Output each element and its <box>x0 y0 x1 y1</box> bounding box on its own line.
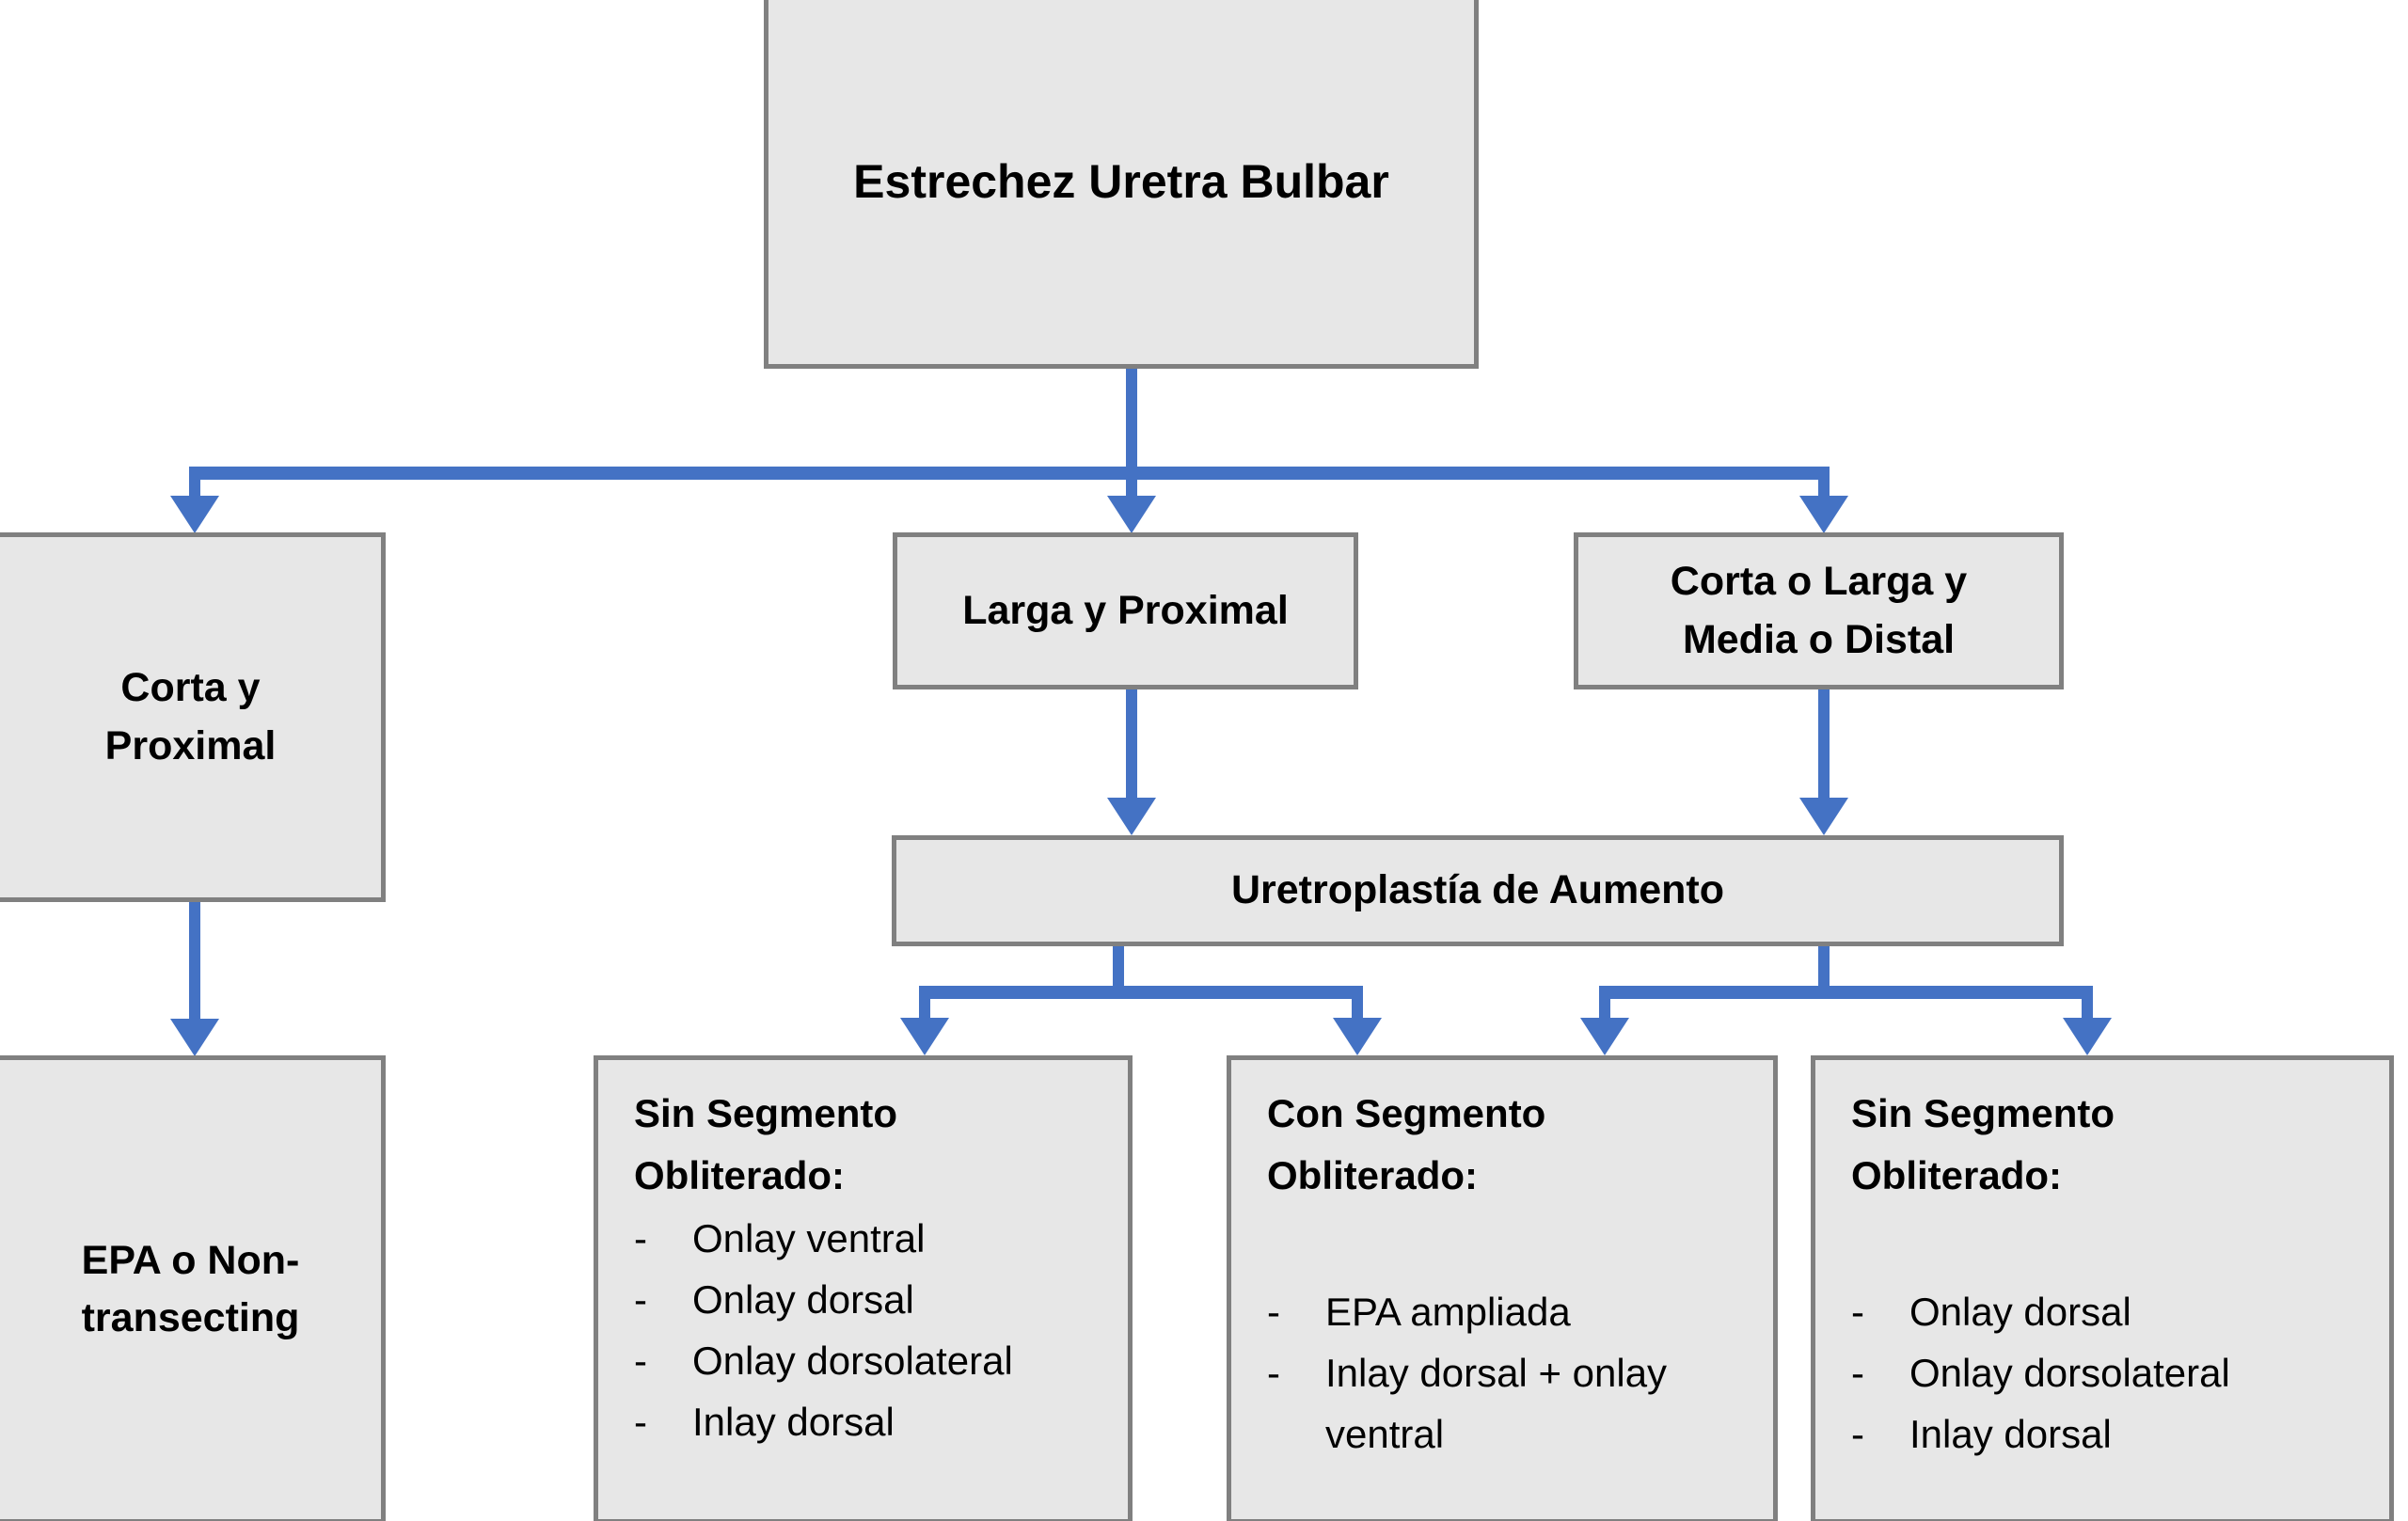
arrowhead-to-corta-larga <box>1799 496 1848 533</box>
connector-root-drop-right <box>1818 467 1830 504</box>
list-item: - Onlay dorsolateral <box>1851 1342 2380 1403</box>
list-item-label: Onlay ventral <box>692 1215 926 1260</box>
node-sin-segmento-obliterado-b[interactable]: Sin Segmento Obliterado: - Onlay dorsal … <box>1811 1055 2394 1521</box>
arrowhead-to-sin-segmento-b <box>2063 1018 2112 1055</box>
node-uretroplastia-de-aumento[interactable]: Uretroplastía de Aumento <box>892 835 2064 946</box>
sin-segmento-b-head-line1: Sin Segmento <box>1851 1091 2115 1135</box>
node-epa-o-non-transecting[interactable]: EPA o Non- transecting <box>0 1055 386 1521</box>
bullet-dash-icon: - <box>1267 1289 1280 1334</box>
bullet-dash-icon: - <box>634 1338 647 1383</box>
connector-root-bar <box>189 467 1830 480</box>
list-item-label: EPA ampliada <box>1325 1289 1571 1334</box>
node-sin-segmento-obliterado-a[interactable]: Sin Segmento Obliterado: - Onlay ventral… <box>594 1055 1133 1521</box>
arrowhead-to-epa <box>170 1019 219 1056</box>
list-item: - Onlay ventral <box>634 1208 1118 1269</box>
node-corta-larga-line2: Media o Distal <box>1682 616 1956 662</box>
node-uretroplastia-label: Uretroplastía de Aumento <box>1230 867 1725 913</box>
arrowhead-larga-to-uretroplastia <box>1107 798 1156 835</box>
con-segmento-head-line1: Con Segmento <box>1267 1091 1546 1135</box>
bullet-dash-icon: - <box>1851 1350 1864 1395</box>
arrowhead-to-corta-proximal <box>170 496 219 533</box>
node-corta-y-proximal[interactable]: Corta y Proximal <box>0 532 386 902</box>
bullet-dash-icon: - <box>1851 1289 1864 1334</box>
connector-uretro-drop-b <box>1352 986 1363 1022</box>
arrowhead-cortalarga-to-uretroplastia <box>1799 798 1848 835</box>
connector-uretro-bar-right <box>1599 986 2093 999</box>
connector-uretro-stem-left <box>1113 941 1124 997</box>
list-item-label: Inlay dorsal + onlay ventral <box>1325 1350 1668 1456</box>
node-corta-o-larga-media-o-distal[interactable]: Corta o Larga y Media o Distal <box>1574 532 2064 689</box>
bullet-dash-icon: - <box>1267 1350 1280 1395</box>
connector-root-drop-mid <box>1126 467 1137 504</box>
arrowhead-to-larga-proximal <box>1107 496 1156 533</box>
bullet-dash-icon: - <box>1851 1411 1864 1456</box>
connector-root-stem <box>1126 367 1137 472</box>
sin-segmento-b-list: - Onlay dorsal - Onlay dorsolateral - In… <box>1851 1281 2380 1465</box>
sin-segmento-a-head-line1: Sin Segmento <box>634 1091 898 1135</box>
list-item: - Onlay dorsal <box>634 1269 1118 1330</box>
list-item: - Inlay dorsal + onlay ventral <box>1267 1342 1764 1465</box>
connector-corta-to-epa <box>189 896 200 1019</box>
node-larga-proximal-label: Larga y Proximal <box>962 587 1289 633</box>
arrowhead-to-sin-segmento-a <box>900 1018 949 1055</box>
list-item: - Onlay dorsal <box>1851 1281 2380 1342</box>
list-item: - Onlay dorsolateral <box>634 1330 1118 1391</box>
node-larga-y-proximal[interactable]: Larga y Proximal <box>893 532 1358 689</box>
connector-cortalarga-to-uretroplastia <box>1818 689 1830 798</box>
node-estrechez-uretra-bulbar[interactable]: Estrechez Uretra Bulbar <box>764 0 1479 369</box>
bullet-dash-icon: - <box>634 1276 647 1322</box>
list-item: - Inlay dorsal <box>634 1391 1118 1452</box>
sin-segmento-b-head-line2: Obliterado: <box>1851 1153 2063 1198</box>
con-segmento-list: - EPA ampliada - Inlay dorsal + onlay ve… <box>1267 1281 1764 1465</box>
connector-uretro-drop-a <box>919 986 930 1022</box>
node-root-label: Estrechez Uretra Bulbar <box>853 155 1389 208</box>
list-item-label: Onlay dorsal <box>1909 1289 2131 1334</box>
sin-segmento-a-head-line2: Obliterado: <box>634 1153 846 1198</box>
con-segmento-head-line2: Obliterado: <box>1267 1153 1479 1198</box>
connector-uretro-drop-d <box>2082 986 2093 1022</box>
list-item-label: Onlay dorsal <box>692 1276 914 1322</box>
list-item-label: Onlay dorsolateral <box>1909 1350 2230 1395</box>
node-corta-larga-line1: Corta o Larga y <box>1670 559 1968 605</box>
list-item: - Inlay dorsal <box>1851 1403 2380 1465</box>
sin-segmento-a-list: - Onlay ventral - Onlay dorsal - Onlay d… <box>634 1208 1118 1452</box>
connector-uretro-stem-right <box>1818 941 1830 997</box>
bullet-dash-icon: - <box>634 1215 647 1260</box>
connector-larga-to-uretroplastia <box>1126 689 1137 798</box>
bullet-dash-icon: - <box>634 1400 647 1444</box>
node-epa-line1: EPA o Non- <box>81 1237 300 1283</box>
node-corta-proximal-line2: Proximal <box>104 722 277 768</box>
arrowhead-to-con-segmento <box>1333 1018 1382 1055</box>
connector-uretro-bar-left <box>919 986 1363 999</box>
list-item-label: Inlay dorsal <box>692 1400 895 1444</box>
node-corta-proximal-line1: Corta y <box>120 665 261 711</box>
list-item: - EPA ampliada <box>1267 1281 1764 1342</box>
list-item-label: Onlay dorsolateral <box>692 1338 1013 1383</box>
list-item-label: Inlay dorsal <box>1909 1411 2112 1456</box>
node-epa-line2: transecting <box>81 1295 300 1340</box>
connector-root-drop-left <box>189 467 200 504</box>
node-con-segmento-obliterado[interactable]: Con Segmento Obliterado: - EPA ampliada … <box>1227 1055 1778 1521</box>
connector-uretro-drop-c <box>1599 986 1610 1022</box>
arrowhead-to-con-segmento-right <box>1580 1018 1629 1055</box>
